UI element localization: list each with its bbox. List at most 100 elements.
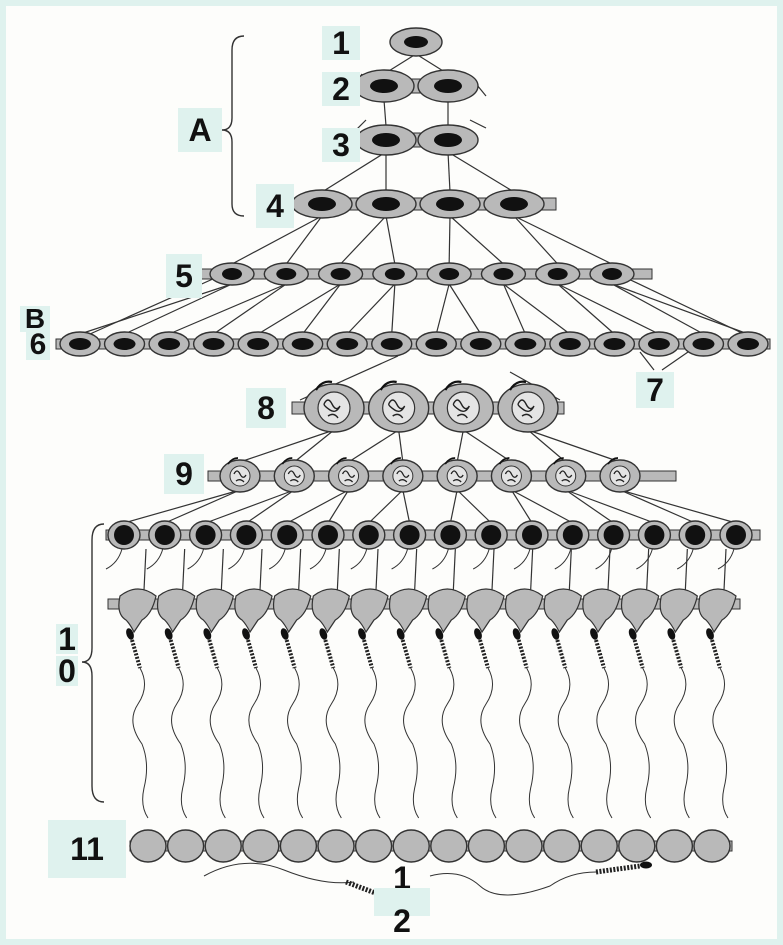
centriole-mark [315, 380, 333, 391]
label-10-top: 1 [56, 623, 78, 655]
connector-line [607, 548, 611, 591]
residual-cytoplasm [272, 588, 312, 634]
row4-nucleus [308, 197, 336, 211]
residual-body [242, 829, 280, 863]
secondary-spermatocyte-nucleus [392, 465, 414, 487]
connector-line [511, 489, 574, 524]
chromatin [452, 399, 470, 419]
residual-body [618, 829, 656, 863]
connector-line [513, 215, 613, 265]
residual-body [693, 829, 731, 863]
row6-nucleus [469, 338, 492, 350]
residual-body [505, 829, 543, 863]
centriole-mark [498, 457, 510, 465]
connector-line [646, 548, 650, 591]
sperm-midpiece [400, 639, 413, 669]
residual-cytoplasm [466, 588, 505, 634]
label-12-box [374, 888, 430, 916]
connector-line [327, 489, 350, 524]
row3-nucleus [434, 133, 462, 147]
connector-line [469, 119, 487, 129]
label-4: 4 [256, 184, 294, 228]
flagellum-start [146, 548, 164, 570]
connector-line [456, 429, 464, 463]
row5-nucleus [222, 268, 242, 280]
sperm-tail [364, 667, 381, 819]
flagellum-start [717, 548, 735, 570]
secondary-spermatocyte-nucleus [338, 465, 360, 487]
connector-line [383, 99, 387, 127]
connector-line [527, 429, 567, 463]
label-12-bottom: 2 [393, 903, 411, 939]
residual-body [354, 829, 393, 863]
residual-cytoplasm [350, 588, 389, 634]
secondary-spermatocyte-nucleus [555, 465, 577, 487]
sperm-midpiece [168, 639, 181, 669]
connector-line [456, 489, 492, 524]
residual-cytoplasm [311, 588, 351, 634]
sperm-midpiece [710, 639, 722, 669]
connector-line [285, 215, 323, 265]
sperm-midpiece [439, 639, 452, 669]
spermatid-nucleus [562, 525, 583, 545]
connector-line [513, 215, 559, 265]
sperm-tail [429, 871, 597, 896]
flagellum-start [636, 548, 653, 570]
flagellum-start [268, 548, 286, 570]
spermatid-nucleus [603, 525, 624, 545]
sperm-head [164, 628, 173, 640]
sperm-head [203, 628, 212, 640]
row6-nucleus [69, 338, 91, 350]
sperm-tail [132, 667, 149, 819]
chromatin [504, 470, 518, 483]
connector-line [530, 548, 534, 591]
brace-10 [81, 523, 105, 803]
chromatin [450, 470, 464, 483]
chromatin [287, 470, 301, 483]
sperm-midpiece [671, 639, 684, 669]
row4-nucleus [372, 197, 400, 211]
flagellum-start [432, 548, 449, 570]
spermatid-nucleus [318, 525, 338, 545]
connector-line [79, 283, 233, 335]
flagellum-start [676, 548, 694, 570]
connector-line [302, 283, 342, 335]
sperm-head [551, 628, 560, 640]
label-3: 3 [322, 128, 360, 162]
secondary-spermatocyte-nucleus [229, 465, 251, 487]
connector-line [298, 548, 302, 591]
row5-nucleus [493, 268, 514, 280]
residual-cytoplasm [659, 588, 699, 634]
chromatin [323, 399, 341, 419]
sperm-midpiece [516, 639, 529, 669]
label-11: 11 [48, 820, 126, 878]
sperm-tail [557, 667, 574, 819]
connector-line [527, 429, 621, 463]
residual-body [430, 829, 468, 863]
centriole-mark [509, 380, 527, 391]
flagellum-start [391, 548, 409, 570]
connector-line [368, 489, 404, 524]
sperm-head [640, 861, 652, 869]
sperm-tail [171, 667, 188, 819]
sperm-tail [287, 667, 304, 819]
centriole-mark [390, 457, 401, 465]
residual-body [317, 829, 355, 863]
sperm-midpiece [284, 639, 297, 669]
connector-line [510, 489, 533, 524]
row6-nucleus [158, 338, 181, 350]
row2-nucleus [370, 79, 398, 93]
sperm-head [280, 628, 289, 640]
connector-line [448, 283, 482, 335]
centriole-mark [227, 457, 239, 465]
flagellum-start [187, 548, 205, 570]
flagellum-start [595, 548, 613, 570]
connector-line [402, 489, 411, 524]
sperm-tail [480, 667, 497, 819]
row5-nucleus [602, 268, 622, 280]
connector-line [491, 548, 495, 591]
flagellum-start [554, 548, 572, 570]
chromatin [387, 399, 406, 419]
sperm-midpiece [478, 639, 490, 669]
pointer-line-7 [639, 351, 655, 371]
